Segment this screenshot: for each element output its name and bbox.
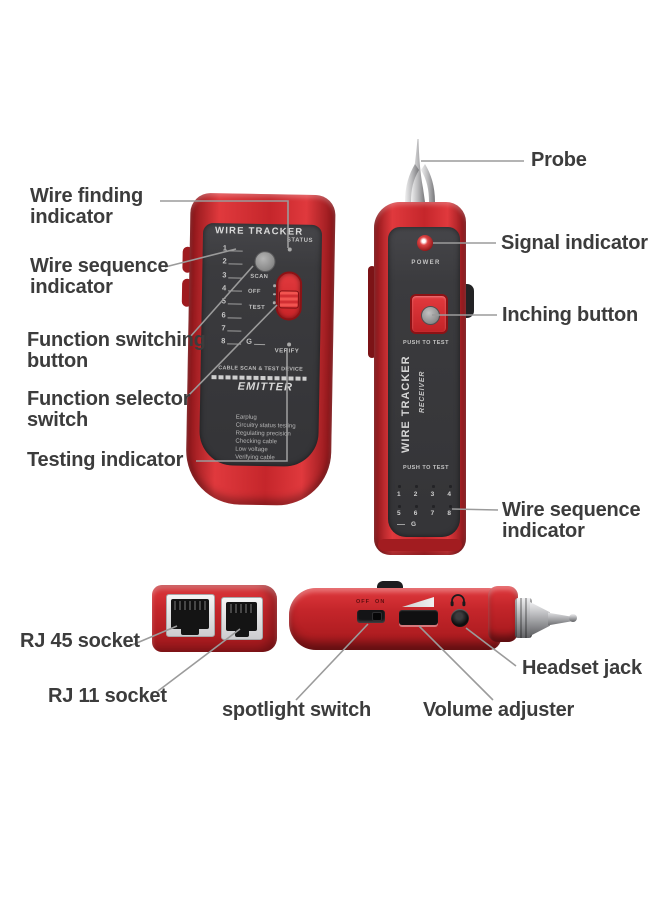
headphone-icon xyxy=(450,594,466,607)
lead-spotlight xyxy=(295,623,369,701)
callout-volume-adjuster: Volume adjuster xyxy=(423,699,575,721)
led-dots-row xyxy=(398,505,452,508)
lead-wire-finding xyxy=(160,200,289,248)
power-label: POWER xyxy=(411,260,441,266)
callout-wire-finding-indicator: Wire finding indicator xyxy=(30,185,143,228)
callout-headset-jack: Headset jack xyxy=(522,657,642,679)
callout-rj11-socket: RJ 11 socket xyxy=(48,685,167,707)
callout-inching-button: Inching button xyxy=(502,304,639,326)
receiver-face-panel: POWER PUSH TO TEST WIRE TRACKER RECEIVER… xyxy=(388,227,460,537)
receiver-bottom-cap xyxy=(378,539,462,551)
lead-volume xyxy=(418,625,494,701)
receiver-nose xyxy=(488,586,518,642)
volume-adjuster xyxy=(399,610,438,625)
callout-function-switching-button: Function switching button xyxy=(27,329,206,372)
probe xyxy=(405,139,435,202)
callout-function-selector-switch: Function selector switch xyxy=(27,388,191,431)
lead-rj11 xyxy=(157,628,241,692)
lead-wire-sequence-left xyxy=(164,248,237,268)
ground-label: G xyxy=(411,521,417,528)
ground-row: G xyxy=(397,521,416,528)
callout-rj45-socket: RJ 45 socket xyxy=(20,630,140,652)
headset-jack xyxy=(451,609,469,627)
lead-function-switching xyxy=(189,265,254,338)
lead-function-selector xyxy=(185,304,278,399)
push-to-test-label: PUSH TO TEST xyxy=(403,340,449,346)
callout-spotlight-switch: spotlight switch xyxy=(222,699,372,721)
probe-tip xyxy=(569,614,577,622)
wire-sequence-numbers-row1: 1 2 3 4 xyxy=(397,491,451,498)
callout-testing-indicator: Testing indicator xyxy=(27,449,184,471)
lead-rj45 xyxy=(131,625,178,646)
rj45-socket xyxy=(166,594,215,637)
callout-probe: Probe xyxy=(531,149,587,171)
lead-headset xyxy=(465,627,517,667)
callout-wire-sequence-indicator-left: Wire sequence indicator xyxy=(30,255,169,298)
callout-signal-indicator: Signal indicator xyxy=(501,232,648,254)
lead-wire-sequence-right xyxy=(451,508,499,511)
led-dots-row xyxy=(398,485,452,488)
probe-cone xyxy=(530,602,550,636)
lead-testing-indicator xyxy=(196,348,288,462)
callout-wire-sequence-indicator-right: Wire sequence indicator xyxy=(502,499,641,542)
push-to-test-lower: PUSH TO TEST xyxy=(403,465,449,471)
power-switch-label: OFF ON xyxy=(356,599,386,605)
spotlight-switch xyxy=(357,610,385,623)
wire-sequence-numbers-row2: 5 6 7 8 xyxy=(397,510,451,517)
ground-dash xyxy=(397,524,405,525)
rj11-socket xyxy=(221,597,263,640)
probe-collar xyxy=(515,598,532,638)
volume-triangle xyxy=(402,597,434,607)
receiver-clip xyxy=(368,266,376,358)
emitter-socket-end xyxy=(152,585,277,652)
inching-button xyxy=(410,294,448,334)
power-led xyxy=(417,235,433,251)
